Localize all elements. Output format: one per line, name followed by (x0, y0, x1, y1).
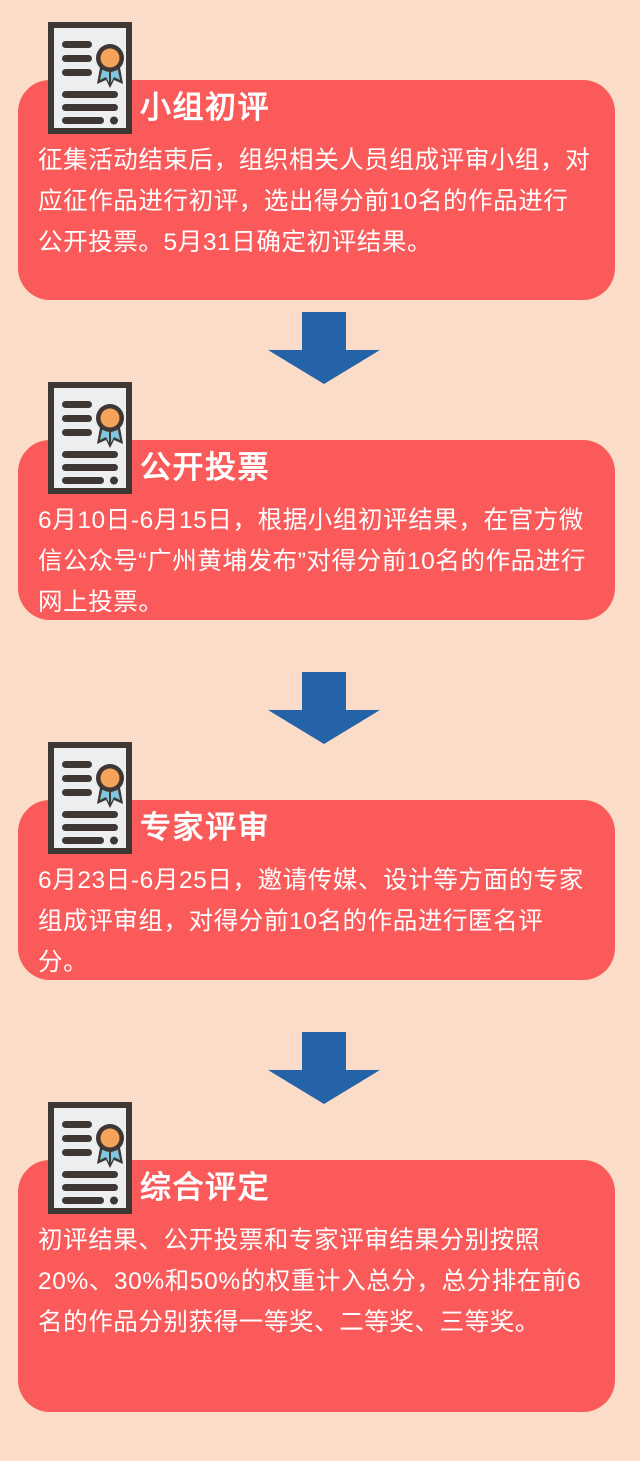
step-title-3: 专家评审 (140, 810, 270, 845)
step-card-3: 专家评审 6月23日-6月25日，邀请传媒、设计等方面的专家组成评审组，对得分前… (18, 800, 615, 980)
step-body-2: 6月10日-6月15日，根据小组初评结果，在官方微信公众号“广州黄埔发布”对得分… (38, 507, 586, 616)
step-card-header-2: 公开投票 (18, 440, 615, 500)
step-card-header-1: 小组初评 (18, 80, 615, 140)
step-card-header-4: 综合评定 (18, 1160, 615, 1220)
arrow-down-icon-3 (268, 1032, 380, 1104)
certificate-award-icon (48, 382, 132, 494)
step-title-4: 综合评定 (140, 1170, 270, 1205)
certificate-award-icon (48, 1102, 132, 1214)
certificate-award-icon (48, 22, 132, 134)
step-title-2: 公开投票 (140, 450, 270, 485)
step-body-1: 征集活动结束后，组织相关人员组成评审小组，对应征作品进行初评，选出得分前10名的… (38, 147, 591, 256)
step-card-4: 综合评定 初评结果、公开投票和专家评审结果分别按照20%、30%和50%的权重计… (18, 1160, 615, 1412)
step-title-1: 小组初评 (140, 90, 270, 125)
step-body-3: 6月23日-6月25日，邀请传媒、设计等方面的专家组成评审组，对得分前10名的作… (38, 867, 584, 976)
step-card-header-3: 专家评审 (18, 800, 615, 860)
arrow-down-icon-2 (268, 672, 380, 744)
step-body-4: 初评结果、公开投票和专家评审结果分别按照20%、30%和50%的权重计入总分，总… (38, 1227, 582, 1336)
step-card-1: 小组初评 征集活动结束后，组织相关人员组成评审小组，对应征作品进行初评，选出得分… (18, 80, 615, 300)
arrow-down-icon-1 (268, 312, 380, 384)
certificate-award-icon (48, 742, 132, 854)
